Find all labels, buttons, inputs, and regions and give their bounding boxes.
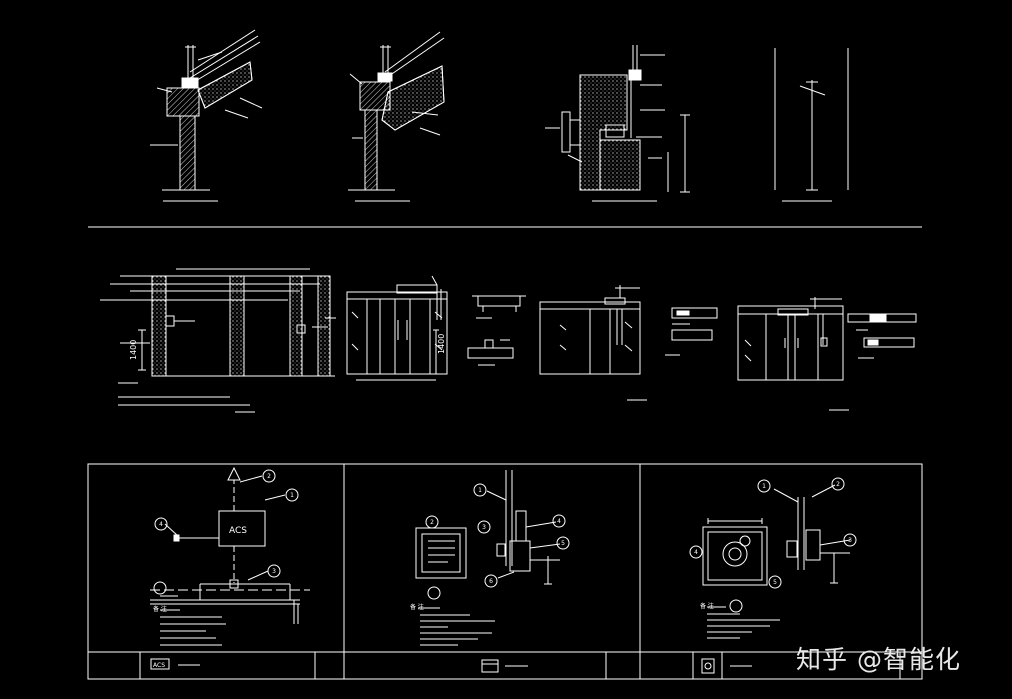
panel-card-reader-diagram xyxy=(415,470,570,673)
callout-number: 2 xyxy=(836,481,840,488)
callout-number: 5 xyxy=(773,579,777,586)
panel-exit-button-diagram xyxy=(689,477,857,674)
callout-number: 5 xyxy=(561,540,565,547)
dimension-1400-a: 1400 xyxy=(129,340,138,360)
top-detail-2 xyxy=(348,31,445,202)
callout-number: 4 xyxy=(159,521,163,528)
callout-circle xyxy=(285,488,299,502)
callout-number: 2 xyxy=(267,473,271,480)
callout-number: 1 xyxy=(762,483,766,490)
small-detail-1 xyxy=(467,295,526,366)
callout-number: 2 xyxy=(430,519,434,526)
callout-circle xyxy=(262,469,276,483)
panel1-notes-title: 备 注 xyxy=(153,605,167,613)
top-detail-3 xyxy=(545,45,690,202)
door-elevation-2 xyxy=(539,285,647,401)
panel3-notes xyxy=(707,606,780,667)
panel2-notes-title: 备 注 xyxy=(410,603,424,611)
panel-acs-diagram xyxy=(150,466,310,670)
panel2-notes xyxy=(418,607,528,667)
callout-circle xyxy=(154,517,168,531)
callout-number: 1 xyxy=(290,492,294,499)
panel3-notes-title: 备 注 xyxy=(700,602,714,610)
callout-number: 1 xyxy=(478,487,482,494)
callout-number: 6 xyxy=(489,578,493,585)
small-detail-3 xyxy=(847,313,917,359)
callout-circle xyxy=(153,581,167,595)
callout-number: 4 xyxy=(557,518,561,525)
top-detail-1 xyxy=(150,29,263,202)
door-elevation-1 xyxy=(346,275,448,381)
wall-section-drawing xyxy=(100,268,336,413)
small-detail-2 xyxy=(665,307,718,356)
panel1-notes xyxy=(160,609,226,666)
callout-number: 3 xyxy=(272,568,276,575)
callout-number: 4 xyxy=(694,549,698,556)
callout-number: 3 xyxy=(482,524,486,531)
watermark-text: 知乎 @智能化 xyxy=(796,645,961,674)
bottom-frame xyxy=(87,463,923,680)
top-detail-4 xyxy=(774,48,849,202)
callout-circle xyxy=(267,564,281,578)
acs-device-label: ACS xyxy=(229,526,247,536)
door-elevation-3 xyxy=(737,297,849,411)
dimension-1400-b: 1400 xyxy=(437,334,446,354)
callout-number: 3 xyxy=(848,537,852,544)
acs-title-code: ACS xyxy=(153,662,165,669)
